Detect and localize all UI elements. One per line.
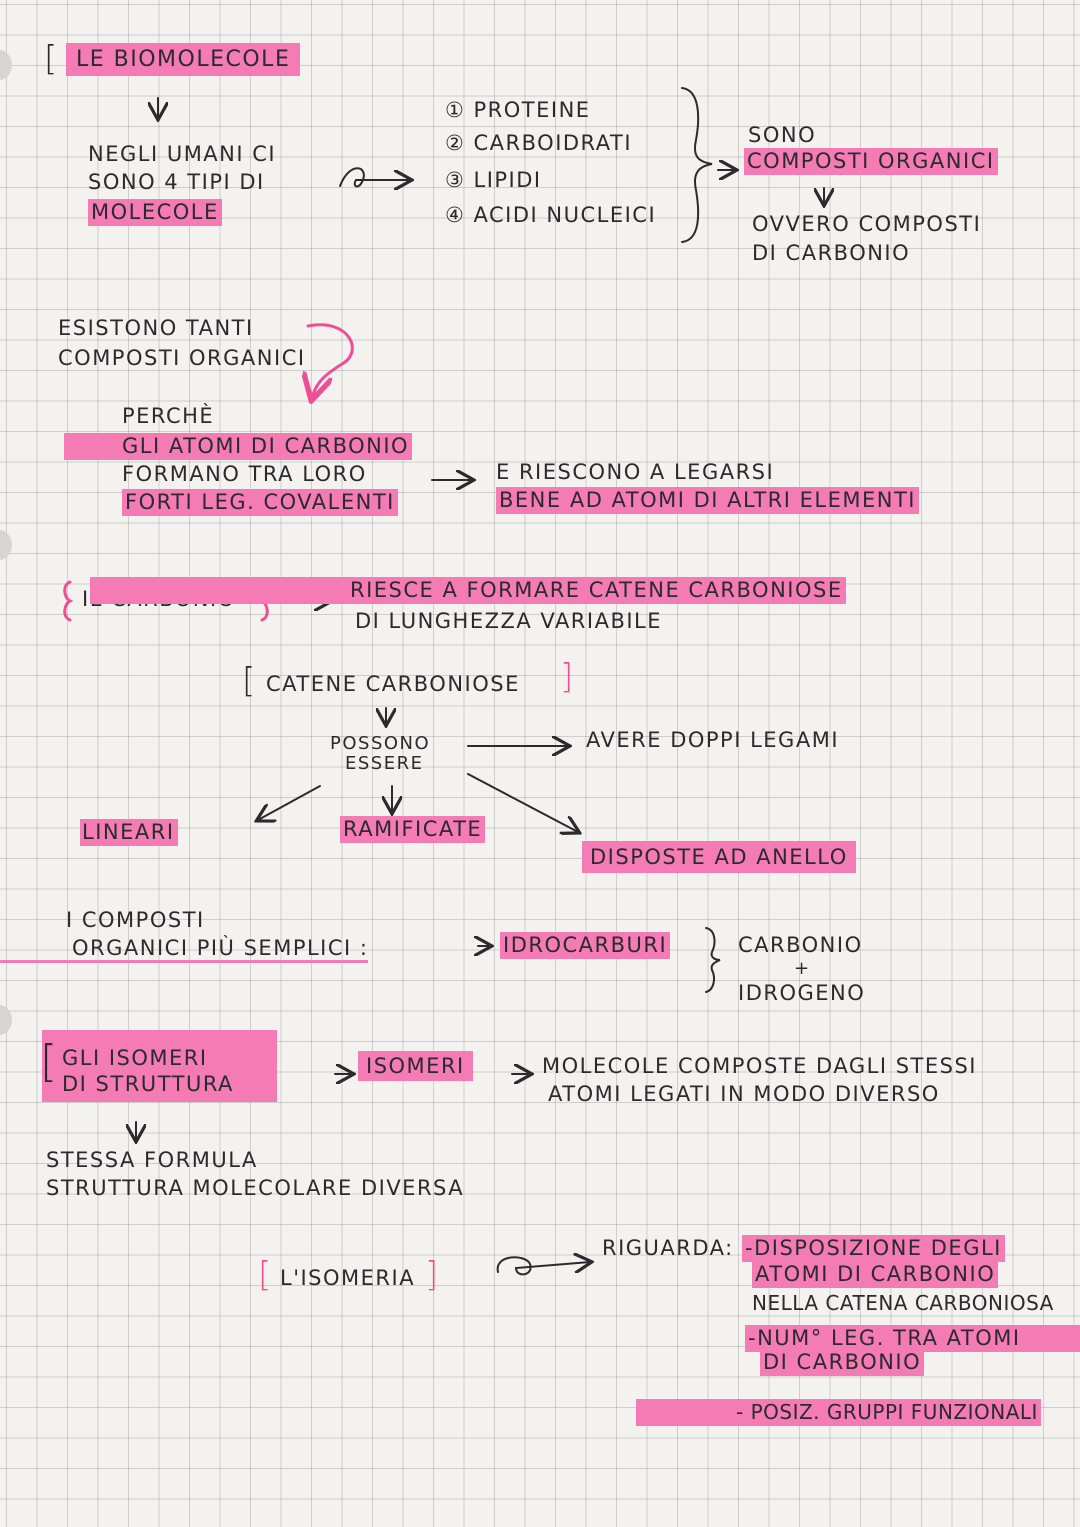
note-line: STESSA FORMULA <box>46 1148 258 1172</box>
ovvero-line: DI CARBONIO <box>752 241 911 265</box>
curly-brace <box>681 87 713 243</box>
riescono-line: E RIESCONO A LEGARSI <box>496 460 775 484</box>
isomeria-title: L'ISOMERIA <box>280 1266 416 1290</box>
molecule-type: ④ ACIDI NUCLEICI <box>445 203 657 227</box>
riguarda-label: RIGUARDA: <box>602 1236 734 1260</box>
reason-line: FORMANO TRA LORO <box>122 462 367 486</box>
formula-carbonio: CARBONIO <box>738 933 863 957</box>
bracket-close: ] <box>560 657 574 697</box>
isomeri-title-line: DI STRUTTURA <box>62 1072 234 1096</box>
esistono-line: COMPOSTI ORGANICI <box>58 346 306 370</box>
section-title: LE BIOMOLECOLE <box>66 43 301 76</box>
loop-arrow <box>339 167 410 186</box>
point-line: DI CARBONIO <box>760 1349 925 1376</box>
reason-line: GLI ATOMI DI CARBONIO <box>64 433 413 460</box>
intro-line: MOLECOLE <box>88 199 222 226</box>
riescono-line: BENE AD ATOMI DI ALTRI ELEMENTI <box>496 487 919 514</box>
note-line: STRUTTURA MOLECOLARE DIVERSA <box>46 1176 465 1200</box>
title-highlight: LE BIOMOLECOLE <box>66 43 301 76</box>
possono-line: ESSERE <box>345 753 424 774</box>
sono-label: SONO <box>748 123 817 147</box>
definition-line: MOLECOLE COMPOSTE DAGLI STESSI <box>542 1054 977 1078</box>
arrow-lineari <box>258 785 321 820</box>
isomeri-label: ISOMERI <box>358 1051 473 1081</box>
riesce-line: RIESCE A FORMARE CATENE CARBONIOSE <box>90 577 846 604</box>
catene-title: CATENE CARBONIOSE <box>266 672 520 696</box>
curly-brace <box>63 580 74 622</box>
possono-line: POSSONO <box>330 733 431 754</box>
anello-label: DISPOSTE AD ANELLO <box>582 841 856 873</box>
formula-plus: + <box>794 958 811 979</box>
bracket-open: [ <box>44 39 58 79</box>
point-line: -NUM° LEG. TRA ATOMI <box>745 1325 1080 1352</box>
binder-hole <box>0 50 12 80</box>
perche-label: PERCHÈ <box>122 404 215 428</box>
point-line: -DISPOSIZIONE DEGLI <box>742 1235 1005 1262</box>
molecule-type: ① PROTEINE <box>445 98 591 122</box>
intro-line: SONO 4 TIPI DI <box>88 170 265 194</box>
molecule-type: ③ LIPIDI <box>445 168 542 192</box>
bracket-close: ] <box>425 1255 439 1295</box>
reason-line: FORTI LEG. COVALENTI <box>122 489 398 516</box>
avere-doppi-legami: AVERE DOPPI LEGAMI <box>586 728 840 752</box>
composti-organici: COMPOSTI ORGANICI <box>744 148 998 175</box>
idrocarburi-label: IDROCARBURI <box>500 932 671 959</box>
curved-arrow <box>308 323 354 398</box>
ovvero-line: OVVERO COMPOSTI <box>752 212 982 236</box>
binder-hole <box>0 530 12 560</box>
riesce-line: DI LUNGHEZZA VARIABILE <box>355 609 663 633</box>
bracket-open: [ <box>242 661 256 701</box>
point-line: ATOMI DI CARBONIO <box>752 1261 999 1288</box>
binder-hole <box>0 1005 12 1035</box>
formula-idrogeno: IDROGENO <box>738 981 866 1005</box>
point-line: - POSIZ. GRUPPI FUNZIONALI <box>636 1399 1041 1426</box>
definition-line: ATOMI LEGATI IN MODO DIVERSO <box>548 1082 940 1106</box>
bracket-open: [ <box>40 1036 58 1087</box>
composti-line: I COMPOSTI <box>66 908 205 932</box>
curly-brace <box>705 927 721 993</box>
intro-line: NEGLI UMANI CI <box>88 142 277 166</box>
composti-line: ORGANICI PIÙ SEMPLICI : <box>0 936 369 963</box>
bracket-open: [ <box>258 1255 272 1295</box>
isomeri-title-line: GLI ISOMERI <box>62 1046 208 1070</box>
lineari-label: LINEARI <box>80 819 178 846</box>
esistono-line: ESISTONO TANTI <box>58 316 254 340</box>
molecule-type: ② CARBOIDRATI <box>445 131 633 155</box>
point-line: NELLA CATENA CARBONIOSA <box>752 1291 1054 1315</box>
ramificate-label: RAMIFICATE <box>340 816 486 843</box>
isomeri-title-box <box>42 1030 277 1102</box>
arrow-anello <box>467 773 578 832</box>
loop-arrow <box>496 1257 590 1276</box>
